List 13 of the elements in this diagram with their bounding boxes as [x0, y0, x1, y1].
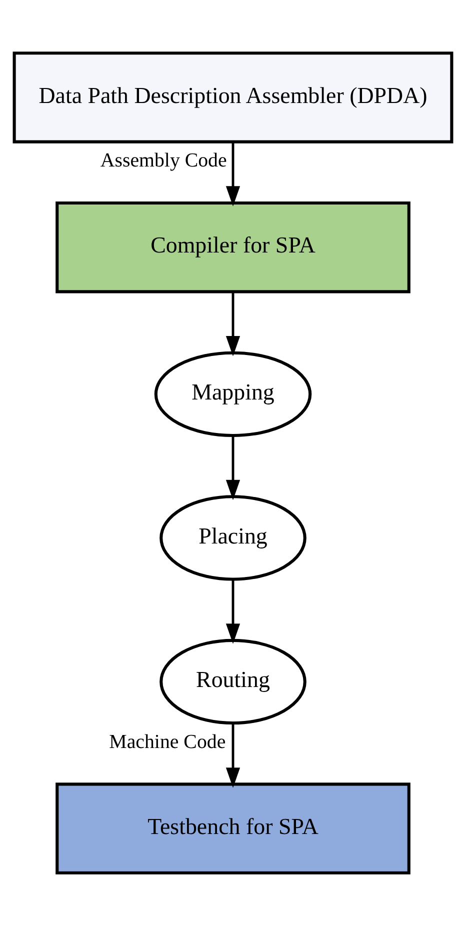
node-box: Compiler for SPA — [56, 201, 410, 294]
arrow — [226, 579, 240, 644]
arrow — [226, 723, 240, 788]
node-ellipse: Routing — [160, 638, 306, 725]
arrow — [226, 436, 240, 500]
node-box: Data Path Description Assembler (DPDA) — [12, 52, 454, 144]
edge-label: Assembly Code — [100, 150, 227, 172]
arrow — [226, 142, 240, 206]
arrow — [226, 292, 240, 356]
node-box: Testbench for SPA — [56, 782, 410, 874]
node-ellipse: Mapping — [154, 351, 312, 437]
node-ellipse: Placing — [160, 495, 306, 581]
edge-label: Machine Code — [109, 730, 226, 753]
